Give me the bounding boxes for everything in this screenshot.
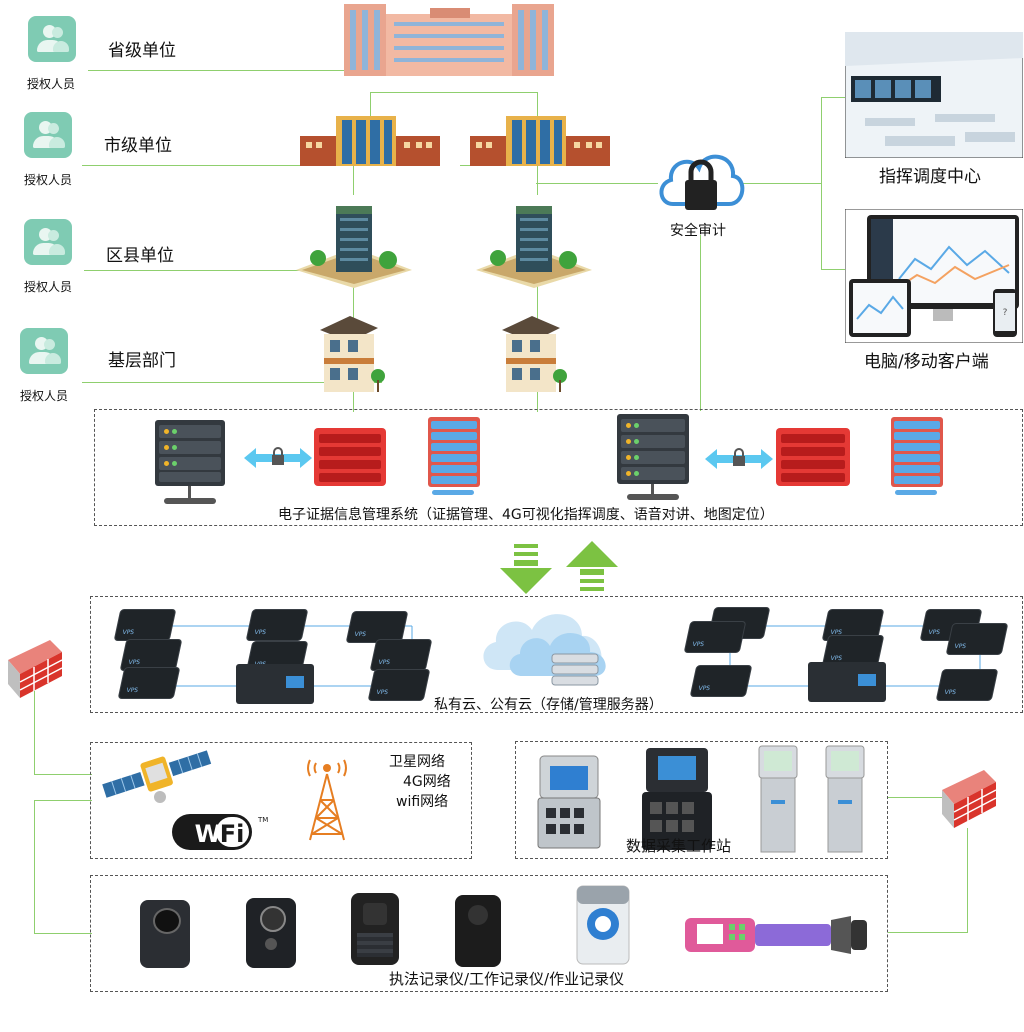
cloud-box — [90, 596, 1023, 713]
inspection-flashlight-icon — [685, 916, 867, 954]
level-label-province: 省级单位 — [108, 41, 176, 61]
network-box — [90, 742, 472, 859]
storage-rack-icon — [428, 417, 480, 487]
vps-server-icon: VPS — [114, 610, 176, 640]
wifi-logo-text: Wi — [195, 820, 230, 848]
svg-text:?: ? — [1003, 308, 1008, 318]
main-server-icon — [808, 662, 886, 702]
cloud-caption: 私有云、公有云（存储/管理服务器） — [434, 697, 663, 713]
network-base-icon — [895, 490, 937, 495]
workstation-case-open-icon — [642, 748, 712, 850]
body-camera-icon — [246, 898, 296, 968]
kiosk-terminal-icon — [758, 745, 798, 853]
kiosk-terminal-icon — [825, 745, 865, 853]
vps-server-icon: VPS — [370, 640, 432, 670]
grassroots-building-icon — [320, 316, 385, 392]
main-server-icon — [236, 664, 314, 704]
server-rack-icon — [617, 414, 689, 484]
recorders-box — [90, 875, 888, 992]
vps-server-icon: VPS — [346, 612, 408, 642]
network-base-bar — [164, 498, 216, 504]
red-server-icon — [314, 428, 386, 486]
server-rack-icon — [155, 420, 225, 486]
wifi-logo-icon: Wi Fi TM — [172, 814, 268, 850]
authorized-person-label: 授权人员 — [24, 173, 73, 187]
level-label-city: 市级单位 — [104, 136, 172, 156]
authorized-person-label: 授权人员 — [20, 389, 69, 403]
network-base-icon — [432, 490, 474, 495]
city-building-icon — [470, 116, 610, 166]
clients-image: ? — [845, 209, 1023, 343]
network-base-icon — [188, 486, 191, 498]
vps-server-icon: VPS — [368, 670, 430, 700]
signal-tower-icon — [307, 759, 347, 841]
work-recorder-icon — [576, 885, 630, 965]
county-building-icon — [296, 206, 412, 288]
city-building-icon — [300, 116, 440, 166]
secure-link-arrow-icon — [244, 447, 312, 468]
recorders-caption: 执法记录仪/工作记录仪/作业记录仪 — [389, 970, 625, 988]
network-4g-label: 4G网络 — [403, 774, 451, 790]
security-cloud-lock-icon — [659, 154, 745, 210]
vps-server-icon: VPS — [118, 668, 180, 698]
network-base-icon — [651, 484, 654, 495]
workstation-caption: 数据采集工作站 — [626, 837, 732, 855]
grassroots-building-icon — [502, 316, 567, 392]
satellite-icon — [102, 750, 212, 803]
wifi-tm-text: TM — [257, 816, 268, 824]
vps-server-icon: VPS — [246, 610, 308, 640]
workstation-case-icon — [537, 755, 601, 849]
network-wifi-label: wifi网络 — [396, 794, 449, 810]
firewall-right-icon — [942, 770, 997, 828]
body-camera-icon — [455, 895, 501, 967]
secure-link-arrow-icon — [705, 448, 773, 469]
authorized-person-label: 授权人员 — [27, 77, 76, 91]
authorized-person-label: 授权人员 — [24, 280, 73, 294]
authorized-person-icon — [24, 112, 72, 158]
level-label-county: 区县单位 — [106, 246, 174, 266]
body-camera-icon — [140, 900, 190, 968]
network-base-bar — [627, 494, 679, 500]
vps-server-icon: VPS — [946, 624, 1008, 654]
vps-server-icon: VPS — [690, 666, 752, 696]
command-center-label: 指挥调度中心 — [879, 167, 981, 187]
province-building-icon — [344, 4, 554, 76]
security-audit-label: 安全审计 — [670, 223, 726, 239]
workstation-box — [515, 741, 888, 859]
vps-server-icon: VPS — [936, 670, 998, 700]
svg-text:Fi: Fi — [220, 820, 245, 848]
vps-server-icon: VPS — [684, 622, 746, 652]
county-building-icon — [476, 206, 592, 288]
cloud-storage-icon — [483, 614, 606, 686]
upload-arrow-icon — [566, 541, 618, 591]
command-center-image — [845, 32, 1023, 158]
clients-label: 电脑/移动客户端 — [864, 352, 989, 372]
body-camera-icon — [351, 893, 399, 965]
storage-rack-icon — [891, 417, 943, 487]
vps-server-icon: VPS — [120, 640, 182, 670]
download-arrow-icon — [500, 544, 552, 594]
network-satellite-label: 卫星网络 — [389, 754, 445, 770]
evidence-system-box — [94, 409, 1023, 526]
authorized-person-icon — [24, 219, 72, 265]
level-label-grassroots: 基层部门 — [108, 351, 176, 371]
red-server-icon — [776, 428, 850, 486]
firewall-left-icon — [8, 640, 63, 698]
authorized-person-icon — [28, 16, 76, 62]
authorized-person-icon — [20, 328, 68, 374]
evidence-system-caption: 电子证据信息管理系统（证据管理、4G可视化指挥调度、语音对讲、地图定位） — [278, 507, 774, 523]
